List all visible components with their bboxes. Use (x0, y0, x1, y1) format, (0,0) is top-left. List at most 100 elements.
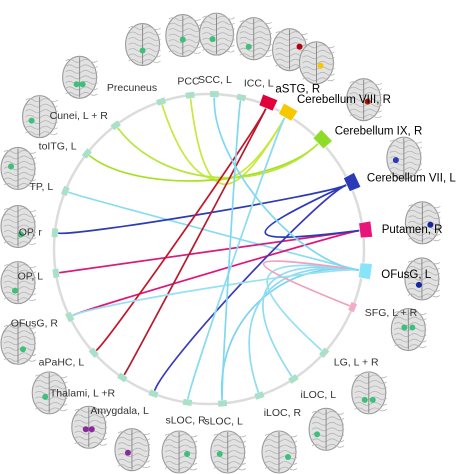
label-ofusg_r: OFusG, R (11, 318, 59, 330)
segment-op_r (51, 228, 59, 238)
label-toitg: toITG, L (39, 141, 77, 153)
brain-icon-op_l (0, 261, 37, 305)
roi-dot (28, 117, 35, 124)
brain-icon-cunei (62, 55, 98, 99)
connection-amygdala-cb7 (154, 184, 347, 391)
label-sloc_l: sLOC, L (204, 415, 243, 427)
connection-scc-ofusg_l (213, 97, 360, 271)
segment-sloc_l (218, 399, 228, 407)
connection-apahc-astg (95, 108, 267, 351)
roi-dot (369, 396, 376, 403)
roi-dot (216, 451, 223, 457)
roi-dot (427, 221, 434, 228)
label-cunei: Cunei, L + R (50, 110, 109, 122)
segment-amygdala (148, 389, 159, 399)
roi-dot (42, 393, 49, 400)
label-apahc: aPaHC, L (39, 356, 85, 368)
segment-iloc_l (288, 374, 299, 384)
brain-icon-sloc_r (161, 430, 198, 474)
label-cb7: Cerebellum VII, L (367, 172, 456, 184)
roi-dot (20, 346, 26, 353)
segment-ofusg_r (65, 311, 75, 323)
brain-icon-putamen (404, 201, 441, 245)
brain-icon-lg (351, 371, 388, 415)
brain-icon-scc (198, 12, 235, 56)
segment-lg (319, 347, 330, 358)
label-cb9: Cerebellum IX, R (335, 126, 423, 138)
label-sloc_r: sLOC, R (165, 414, 206, 426)
connection-cb7-putamen (264, 184, 360, 238)
brain-icon-cb7 (386, 136, 423, 180)
roi-dot (179, 36, 186, 43)
brain-icon-cb9 (346, 78, 382, 122)
label-astg: aSTG, R (275, 84, 320, 96)
roi-dot (88, 426, 95, 433)
segment-precuneus (155, 97, 167, 106)
roi-dot (18, 231, 24, 238)
connection-tp-ofusg_l (68, 191, 360, 271)
roi-dot (415, 281, 422, 288)
segment-cb9 (312, 129, 333, 150)
connection-cunei-cb9 (117, 127, 319, 179)
segment-pcc (185, 91, 195, 99)
label-lg: LG, L + R (334, 356, 379, 368)
segment-toitg (81, 148, 92, 159)
brain-icon-precuneus (125, 22, 161, 67)
outer-ring (52, 92, 366, 406)
connection-links (57, 97, 360, 401)
segment-tp (60, 185, 70, 197)
brain-icon-amygdala (114, 428, 151, 472)
segment-ofusg_l (357, 262, 373, 281)
brain-icon-toitg (22, 95, 58, 139)
label-iloc_r: iLOC, R (264, 407, 302, 419)
label-cb8: Cerebellum VIII, R (297, 94, 391, 106)
roi-dot (124, 449, 131, 456)
roi-dot (361, 396, 368, 403)
region-segments (51, 91, 373, 407)
roi-dot (79, 81, 86, 88)
brain-icon-iloc_l (308, 407, 345, 451)
brain-icon-sloc_l (210, 430, 246, 474)
roi-dot (284, 454, 291, 460)
roi-dot (364, 98, 371, 105)
label-ofusg_l: OFusG, L (381, 269, 431, 281)
roi-dot (8, 163, 14, 170)
segment-astg (258, 93, 279, 112)
connection-sfg-ofusg_l (262, 260, 360, 307)
roi-dot (392, 157, 399, 164)
roi-dot (317, 62, 324, 69)
roi-dot (184, 451, 191, 457)
brain-icon-ofusg_r (0, 321, 37, 365)
segment-iloc_r (254, 391, 265, 400)
roi-dot (82, 426, 89, 433)
segment-apahc (88, 347, 99, 358)
label-scc: SCC, L (198, 74, 232, 86)
brain-icon-icc (236, 17, 272, 61)
brain-icon-iloc_r (261, 430, 298, 474)
brain-icon-thalami (71, 405, 108, 449)
brain-icon-op_r (0, 204, 37, 249)
connection-toitg-cb9 (89, 143, 319, 182)
segment-putamen (358, 220, 373, 239)
brain-icon-sfg (390, 307, 427, 352)
label-op_l: OP, L (18, 270, 44, 282)
segment-cb7 (343, 172, 362, 192)
brain-icon-astg (271, 28, 308, 72)
label-iloc_l: iLOC, L (301, 389, 337, 401)
brain-thumbnails (0, 12, 441, 474)
segment-thalami (117, 372, 128, 383)
label-sfg: SFG, L + R (365, 307, 418, 319)
brain-icon-pcc (165, 14, 202, 58)
roi-dot (409, 324, 416, 331)
brain-icon-ofusg_l (404, 257, 441, 301)
label-precuneus: Precuneus (107, 82, 157, 94)
connection-op_r-cb7 (57, 184, 347, 235)
segment-sloc_r (182, 398, 193, 407)
connection-sloc_r-cb8 (187, 117, 286, 400)
brain-icon-tp (0, 146, 37, 191)
brain-icon-apahc (31, 371, 68, 415)
segment-scc (210, 91, 219, 98)
roi-dot (314, 431, 321, 438)
